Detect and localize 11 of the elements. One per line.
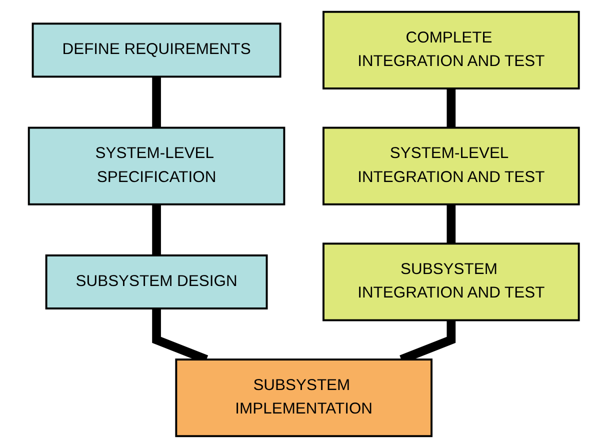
- node-box: SUBSYSTEM DESIGN: [45, 254, 268, 310]
- connector: [152, 76, 162, 128]
- node-box: COMPLETE INTEGRATION AND TEST: [322, 10, 580, 90]
- connector: [446, 204, 456, 244]
- connector: [446, 88, 456, 128]
- node-box: SYSTEM-LEVEL INTEGRATION AND TEST: [322, 126, 580, 206]
- node-box: SUBSYSTEM INTEGRATION AND TEST: [322, 242, 580, 322]
- node-box: SYSTEM-LEVEL SPECIFICATION: [28, 126, 286, 206]
- connector: [152, 204, 162, 256]
- node-box: SUBSYSTEM IMPLEMENTATION: [175, 358, 433, 438]
- node-box: DEFINE REQUIREMENTS: [32, 22, 282, 78]
